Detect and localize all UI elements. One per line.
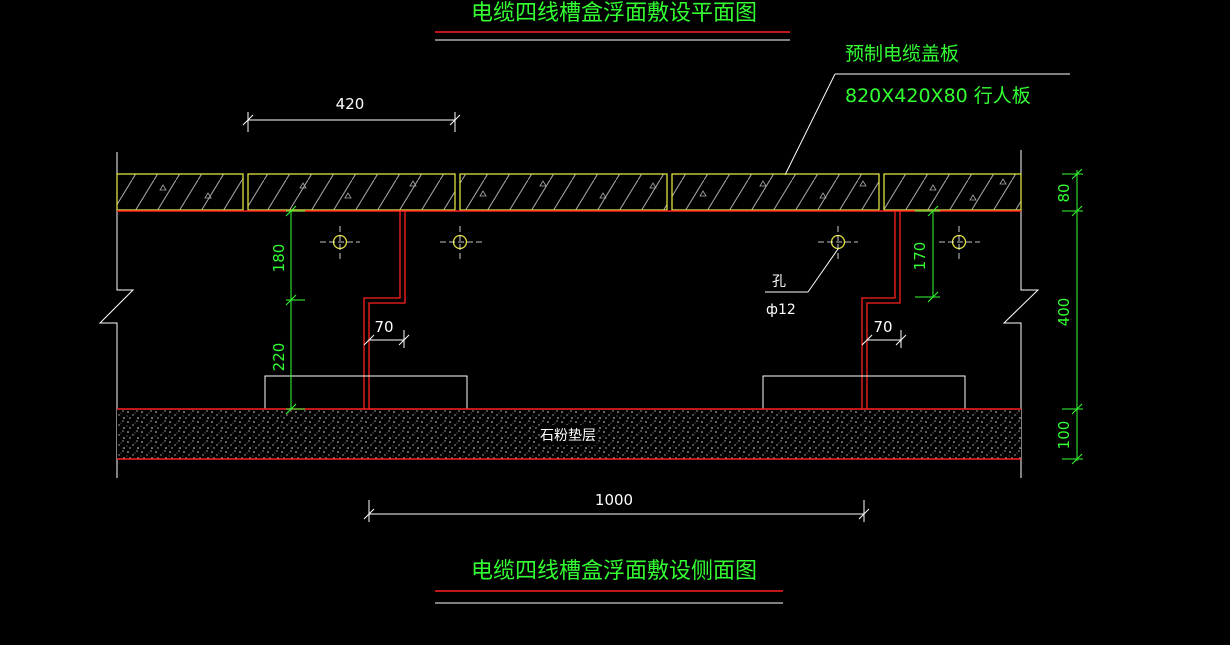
hole-marker-4 <box>939 226 980 262</box>
right-wall-break-line <box>1002 150 1040 478</box>
cover-plate-spec-label: 820X420X80 行人板 <box>845 85 1031 107</box>
dimension-offset-right-label: 70 <box>873 318 892 336</box>
dimension-hole-height-label: 170 <box>911 242 929 271</box>
hole-size-label: ф12 <box>766 302 796 318</box>
cover-slab-2 <box>247 173 456 211</box>
bed-layer-label: 石粉垫层 <box>540 428 596 444</box>
trough-profile-right <box>861 211 896 409</box>
dimension-plate-width-label: 420 <box>336 95 365 113</box>
hole-marker-1 <box>320 226 360 262</box>
dimension-right-bottom-label: 100 <box>1055 421 1073 450</box>
dimension-left-vertical <box>285 205 305 415</box>
dimension-right-top-label: 80 <box>1055 183 1073 202</box>
dimension-plate-width <box>242 112 461 132</box>
cover-slab-5 <box>883 173 1022 211</box>
hole-label: 孔 <box>772 274 786 290</box>
dimension-offset-right <box>861 330 907 348</box>
hole-marker-2 <box>440 226 482 262</box>
support-block-right <box>762 375 966 409</box>
cover-plate-name-label: 预制电缆盖板 <box>845 43 959 65</box>
dimension-right-mid-label: 400 <box>1055 298 1073 327</box>
cover-slab-4 <box>671 173 880 211</box>
top-drawing-title: 电缆四线槽盒浮面敷设平面图 <box>471 1 757 26</box>
cover-plate-leader-diagonal <box>784 73 836 176</box>
bottom-drawing-title: 电缆四线槽盒浮面敷设侧面图 <box>471 559 757 584</box>
dimension-offset-left <box>363 330 410 348</box>
dimension-span <box>363 500 870 522</box>
hole-marker-3 <box>818 226 858 262</box>
dimension-offset-left-label: 70 <box>374 318 393 336</box>
trough-profile-right-inner <box>866 211 901 409</box>
dimension-right-vertical <box>1062 168 1083 465</box>
dimension-span-label: 1000 <box>595 491 633 509</box>
cover-slab-row <box>116 173 1022 211</box>
bed-label-backdrop <box>540 425 596 445</box>
hole-leader-diagonal <box>807 248 839 293</box>
cover-slab-3 <box>459 173 668 211</box>
cover-slab-1 <box>116 173 244 211</box>
dimension-hole-height <box>915 205 940 303</box>
trough-profile-left <box>363 211 401 409</box>
dimension-lower-height-label: 220 <box>270 343 288 372</box>
dimension-upper-height-label: 180 <box>270 244 288 273</box>
trough-profile-left-inner <box>368 211 406 409</box>
left-wall-break-line <box>98 152 135 478</box>
support-block-left <box>264 375 468 409</box>
slab-aggregate-marks <box>159 178 1007 201</box>
